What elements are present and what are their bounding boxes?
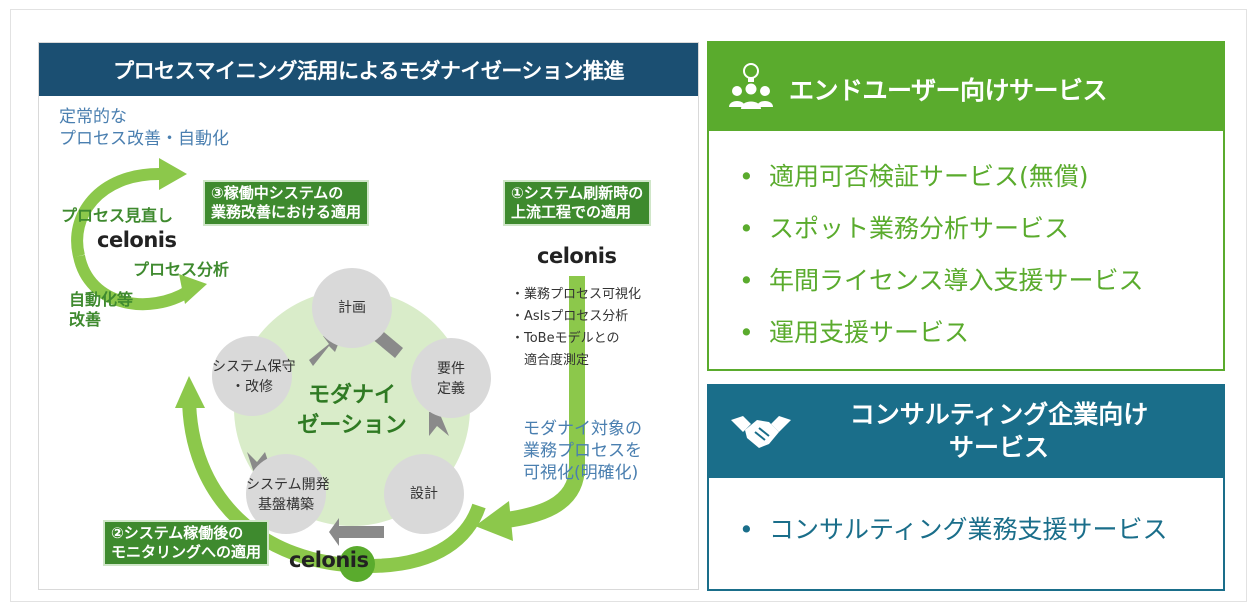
loop-label-auto-2: 改善 xyxy=(69,310,102,329)
step-dev-label-2: 基盤構築 xyxy=(258,497,314,513)
note-continuous-1: 定常的な xyxy=(59,107,127,127)
end-user-header: エンドユーザー向けサービス xyxy=(709,43,1223,131)
service-item: • スポット業務分析サービス xyxy=(739,203,1144,255)
step-plan-label: 計画 xyxy=(338,300,366,316)
label-system-renewal: ①システム刷新時の 上流工程での適用 xyxy=(503,180,652,226)
page-frame xyxy=(10,9,1247,602)
label-post-operation-1: ②システム稼働後の xyxy=(111,524,244,542)
label-post-operation-2: モニタリングへの適用 xyxy=(111,543,262,561)
step-maint-label-2: ・改修 xyxy=(231,379,273,395)
cycle-arrow-3 xyxy=(329,518,384,546)
bullet-dot: • xyxy=(739,318,754,347)
loop-label-review: プロセス見直し xyxy=(61,206,174,225)
bullet-dot: • xyxy=(739,162,754,191)
service-label: 適用可否検証サービス(無償) xyxy=(769,162,1089,191)
consulting-header: コンサルティング企業向け サービス xyxy=(709,386,1223,478)
step-dev-label-1: システム開発 xyxy=(246,477,330,493)
step-design-circle xyxy=(384,454,464,534)
outer-arc-head-left xyxy=(175,376,205,408)
center-label-1: モダナイ xyxy=(307,383,396,408)
modernization-panel: プロセスマイニング活用によるモダナイゼーション推進 xyxy=(38,42,699,590)
bullet-item: ・ToBeモデルとの xyxy=(511,331,620,346)
bullet-item: ・業務プロセス可視化 xyxy=(511,287,642,302)
end-user-service-list: • 適用可否検証サービス(無償) • スポット業務分析サービス • 年間ライセンス導入… xyxy=(739,151,1144,359)
service-label: 年間ライセンス導入支援サービス xyxy=(769,266,1144,295)
consulting-title: コンサルティング企業向け サービス xyxy=(809,398,1189,464)
process-diagram xyxy=(71,158,585,582)
service-label: 運用支援サービス xyxy=(769,318,970,347)
consulting-services-panel: コンサルティング企業向け サービス • コンサルティング業務支援サービス xyxy=(707,384,1225,591)
step-requirements-circle xyxy=(411,338,491,418)
step-design-label: 設計 xyxy=(410,486,438,502)
service-item: • 運用支援サービス xyxy=(739,307,1144,359)
analysis-bullets: ・業務プロセス可視化 ・AsIsプロセス分析 ・ToBeモデルとの 適合度測定 xyxy=(511,284,641,372)
right-vertical-bar xyxy=(569,276,585,476)
end-user-services-panel: エンドユーザー向けサービス • 適用可否検証サービス(無償) • スポット業務分析サ… xyxy=(707,41,1225,371)
label-operating-system-1: ③稼働中システムの xyxy=(211,184,344,202)
panel-title: プロセスマイニング活用によるモダナイゼーション推進 xyxy=(39,43,698,96)
service-item: • 年間ライセンス導入支援サービス xyxy=(739,255,1144,307)
bullet-item: ・AsIsプロセス分析 xyxy=(511,309,629,324)
step-maintenance-circle xyxy=(212,336,292,416)
users-lightbulb-icon xyxy=(729,63,773,109)
center-label-2: ゼーション xyxy=(297,413,407,438)
step-req-label-2: 定義 xyxy=(437,381,465,397)
label-system-renewal-1: ①システム刷新時の xyxy=(511,184,644,202)
note-continuous-2: プロセス改善・自動化 xyxy=(59,129,229,149)
loop-arrow-head-top xyxy=(159,158,187,190)
loop-arrow-bottom xyxy=(73,254,193,311)
loop-arrow-top xyxy=(71,168,160,258)
label-operating-system: ③稼働中システムの 業務改善における適用 xyxy=(203,180,370,226)
consulting-title-2: サービス xyxy=(948,433,1049,462)
note-visualize-3: 可視化(明確化) xyxy=(523,463,639,483)
step-plan-circle xyxy=(312,268,392,348)
consulting-title-1: コンサルティング企業向け xyxy=(849,400,1149,429)
end-user-title: エンドユーザー向けサービス xyxy=(789,76,1108,105)
step-req-label-1: 要件 xyxy=(437,361,465,377)
right-curve-arrow xyxy=(498,465,585,529)
note-visualize-1: モダナイ対象の xyxy=(523,419,642,439)
note-visualize-2: 業務プロセスを xyxy=(523,441,642,461)
loop-label-auto-1: 自動化等 xyxy=(69,290,134,309)
loop-label-analysis: プロセス分析 xyxy=(133,260,230,279)
step-development-circle xyxy=(246,454,326,534)
step-maint-label-1: システム保守 xyxy=(212,359,296,375)
service-label: コンサルティング業務支援サービス xyxy=(769,515,1168,544)
cycle-arrow-2 xyxy=(429,412,449,436)
celonis-marker xyxy=(339,546,375,582)
handshake-icon xyxy=(731,416,791,448)
label-system-renewal-2: 上流工程での適用 xyxy=(511,203,632,221)
label-post-operation: ②システム稼働後の モニタリングへの適用 xyxy=(103,520,270,566)
bullet-item: 適合度測定 xyxy=(511,353,590,368)
brand-celonis-loop: celonis xyxy=(97,228,177,252)
service-item: • 適用可否検証サービス(無償) xyxy=(739,151,1144,203)
outer-arc-right xyxy=(368,503,486,573)
bullet-dot: • xyxy=(739,214,754,243)
service-item: • コンサルティング業務支援サービス xyxy=(739,510,1168,546)
bullet-dot: • xyxy=(739,515,754,544)
service-label: スポット業務分析サービス xyxy=(769,214,1070,243)
bullet-dot: • xyxy=(739,266,754,295)
loop-arrow-head-bottom xyxy=(179,274,207,304)
label-operating-system-2: 業務改善における適用 xyxy=(211,203,362,221)
right-arrow-head xyxy=(475,501,513,541)
brand-celonis-right: celonis xyxy=(537,244,617,268)
brand-celonis-bottom: celonis xyxy=(289,548,369,572)
outer-arc-left xyxy=(182,395,370,573)
diagram-area: 定常的な プロセス改善・自動化 プロセス見直し celonis プロセス分析 自… xyxy=(39,96,698,589)
